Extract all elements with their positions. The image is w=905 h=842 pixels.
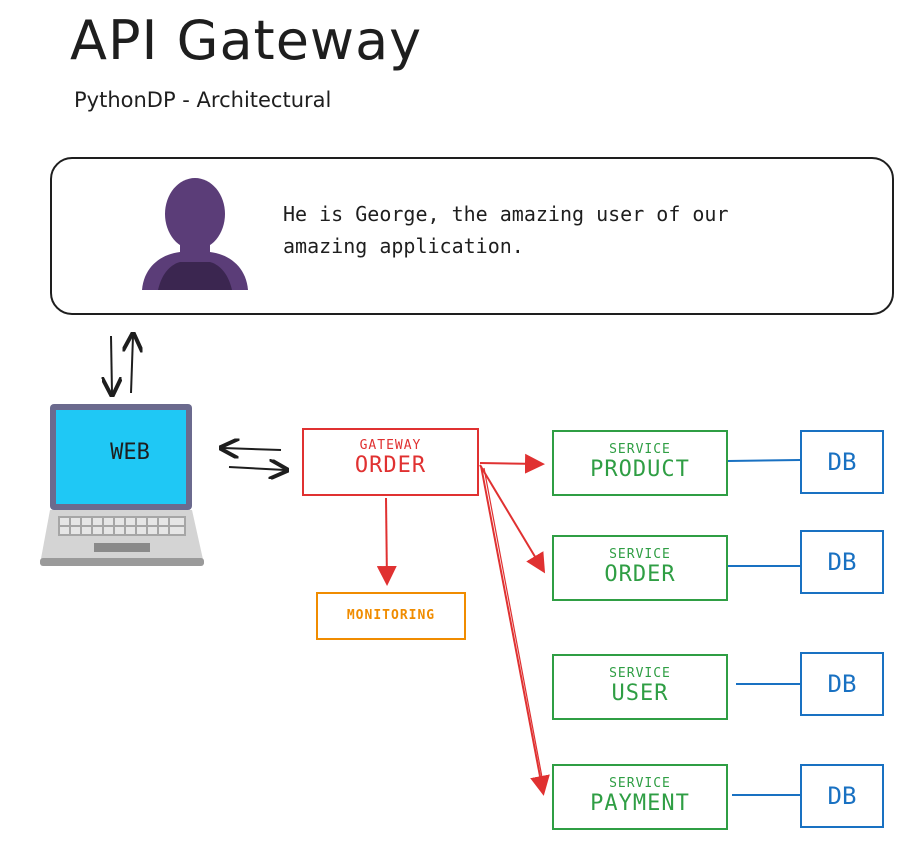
gateway-order-box: GATEWAY ORDER <box>302 428 479 496</box>
gateway-caption: GATEWAY <box>359 438 422 453</box>
web-client-label: WEB <box>110 440 150 465</box>
diagram-title: API Gateway <box>70 9 423 72</box>
arrow-gateway-to-monitoring <box>376 497 397 586</box>
order-db-box: DB <box>800 530 884 594</box>
arrow-gateway-to-order-service <box>479 464 546 574</box>
service-product-box: SERVICE PRODUCT <box>552 430 728 496</box>
arrow-web-to-user <box>131 336 133 394</box>
arrow-web-to-gateway <box>228 467 285 470</box>
service-caption: SERVICE <box>609 776 671 791</box>
user-db-box: DB <box>800 652 884 716</box>
monitoring-box: MONITORING <box>316 592 466 640</box>
diagram-subtitle: PythonDP - Architectural <box>74 88 332 112</box>
person-silhouette-icon <box>142 178 248 290</box>
link-product-db <box>727 459 801 462</box>
arrow-gateway-to-web <box>223 448 282 450</box>
user-description: He is George, the amazing user of our am… <box>283 202 729 258</box>
service-name: PAYMENT <box>590 791 690 816</box>
service-user-box: SERVICE USER <box>552 654 728 720</box>
service-payment-box: SERVICE PAYMENT <box>552 764 728 830</box>
user-card <box>50 157 894 315</box>
arrow-user-to-web <box>111 335 112 393</box>
payment-db-box: DB <box>800 764 884 828</box>
service-order-box: SERVICE ORDER <box>552 535 728 601</box>
service-name: ORDER <box>604 562 676 587</box>
arrow-gateway-to-payment <box>480 465 550 796</box>
arrow-gateway-to-product <box>479 453 545 474</box>
service-name: USER <box>611 681 669 706</box>
gateway-name: ORDER <box>354 453 427 478</box>
service-name: PRODUCT <box>590 457 690 482</box>
service-caption: SERVICE <box>609 442 671 457</box>
laptop-icon <box>40 404 204 566</box>
service-caption: SERVICE <box>609 666 671 681</box>
service-caption: SERVICE <box>609 547 671 562</box>
product-db-box: DB <box>800 430 884 494</box>
